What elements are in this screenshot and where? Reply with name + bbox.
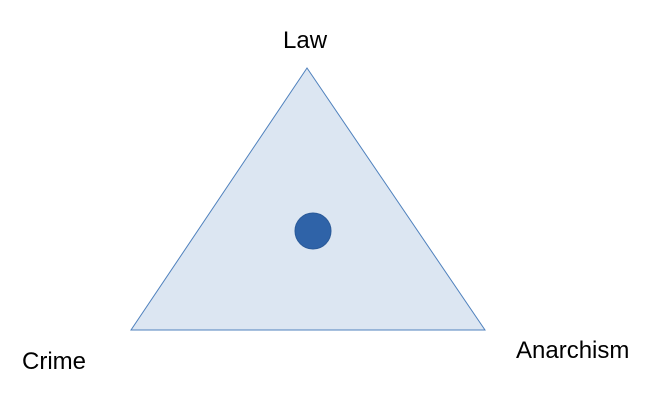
vertex-label-crime: Crime — [22, 348, 86, 375]
vertex-label-law: Law — [283, 27, 328, 54]
position-marker — [294, 212, 332, 250]
vertex-label-anarchism: Anarchism — [516, 337, 630, 364]
triangle — [130, 67, 486, 331]
